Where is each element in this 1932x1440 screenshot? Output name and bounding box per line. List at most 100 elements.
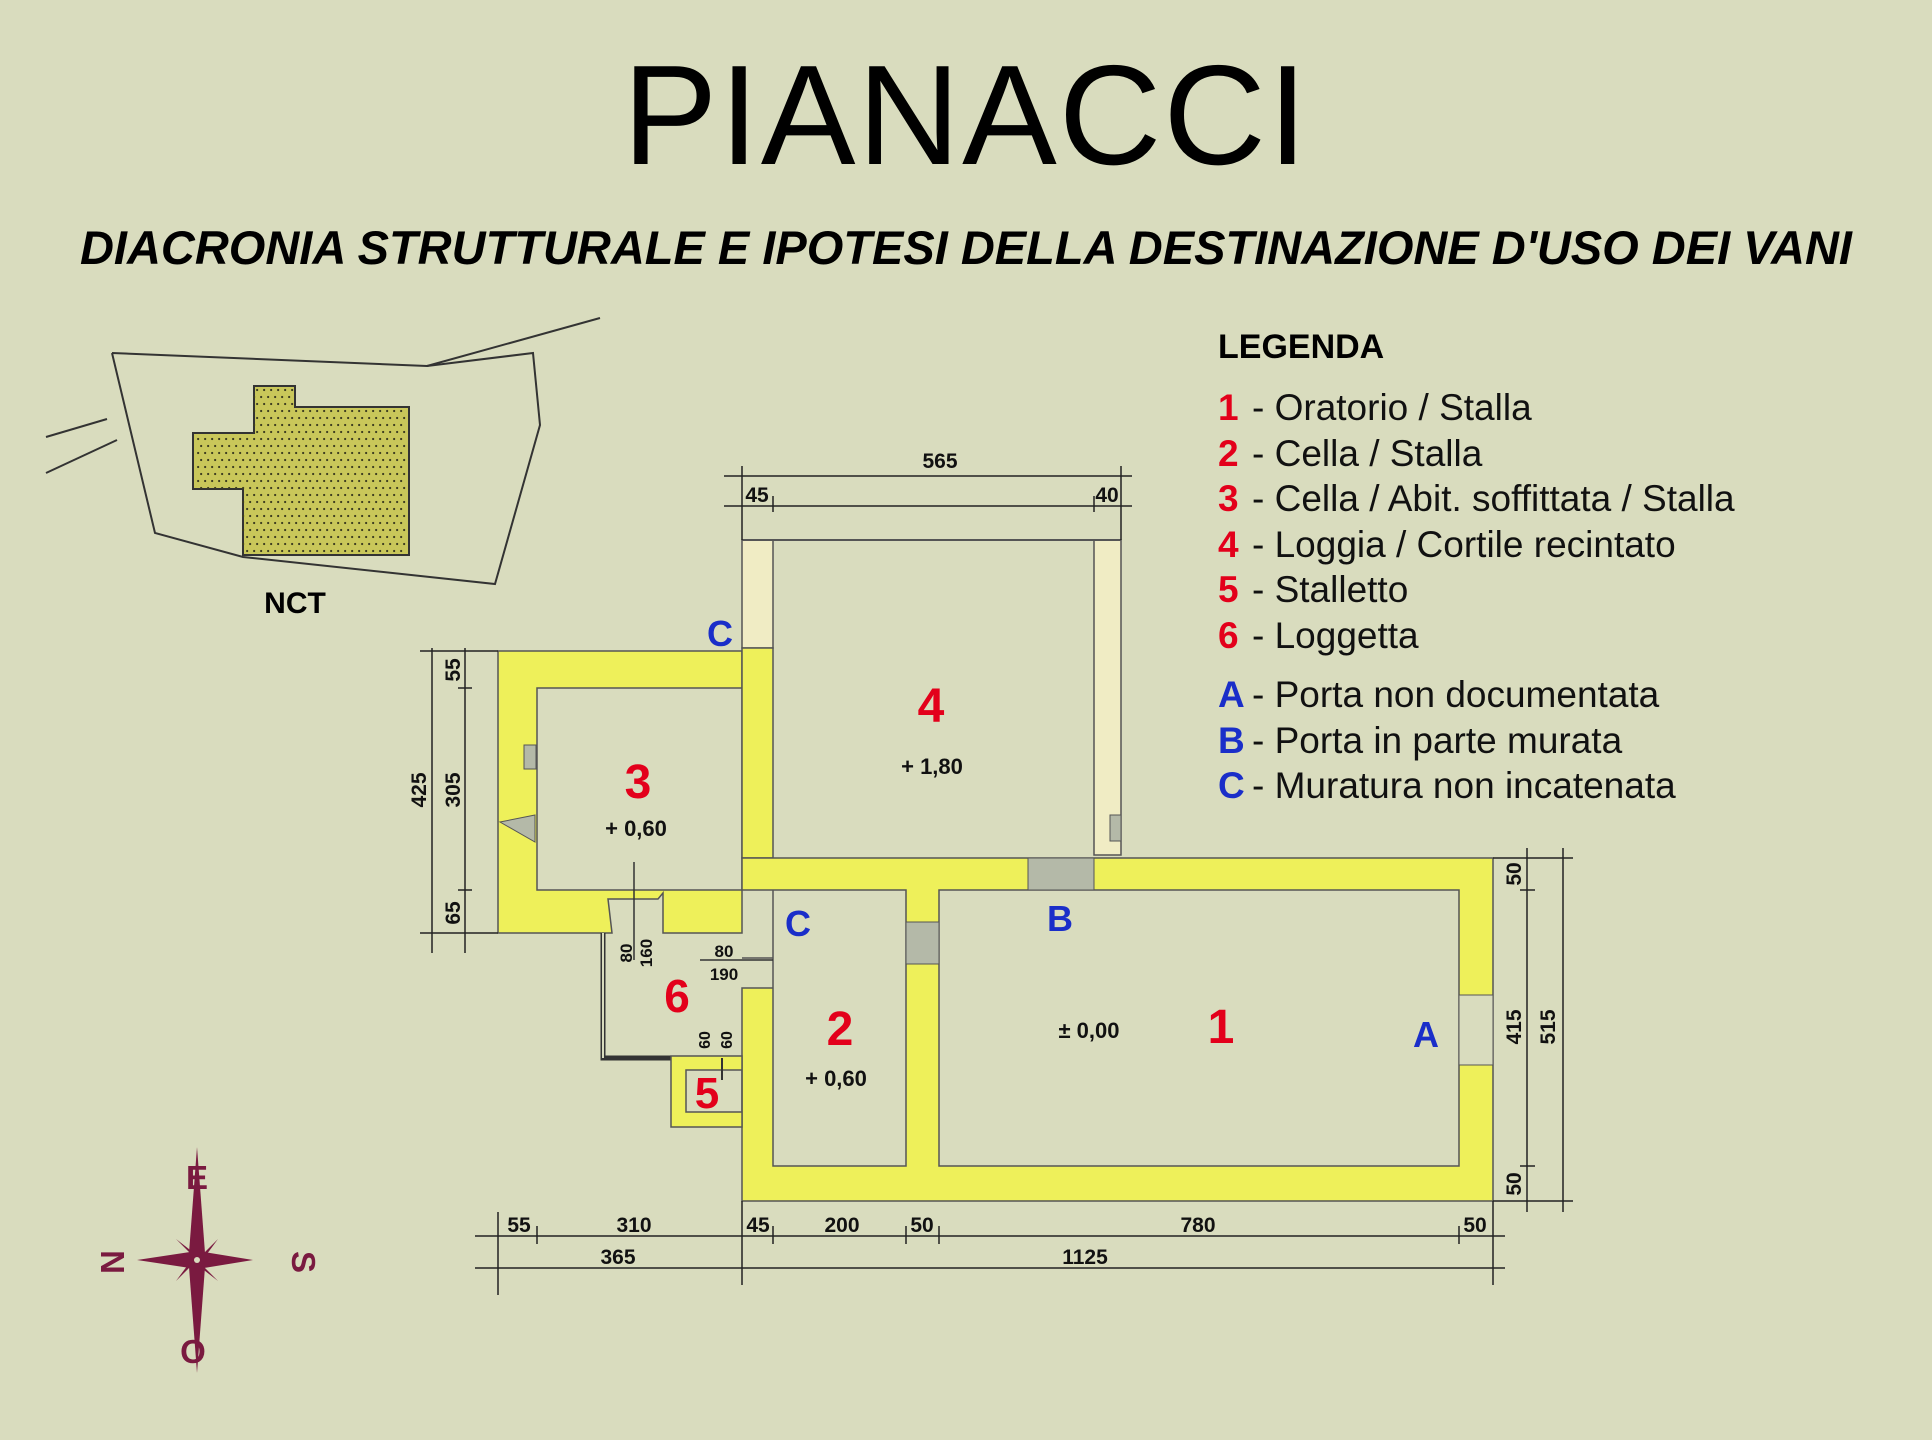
- legend-rooms: 1- Oratorio / Stalla 2- Cella / Stalla 3…: [1218, 385, 1735, 658]
- marker-c-top: C: [707, 613, 733, 654]
- stipple-dot: [277, 472, 280, 476]
- stipple-dot: [386, 423, 389, 427]
- stipple-dot: [365, 507, 368, 511]
- stipple-dot: [305, 416, 308, 420]
- marker-c-mid: C: [785, 903, 811, 944]
- stipple-dot: [277, 416, 280, 420]
- stipple-dot: [400, 507, 403, 511]
- stipple-dot: [312, 416, 315, 420]
- stipple-dot: [305, 542, 308, 546]
- stipple-dot: [197, 451, 200, 455]
- stipple-dot: [368, 416, 371, 420]
- stipple-dot: [368, 486, 371, 490]
- stipple-dot: [242, 486, 245, 490]
- stipple-dot: [330, 549, 333, 553]
- stipple-dot: [403, 528, 406, 532]
- stipple-dot: [221, 486, 224, 490]
- stipple-dot: [298, 542, 301, 546]
- dim-bottom: 45: [746, 1214, 770, 1237]
- stipple-dot: [284, 472, 287, 476]
- room-4-level: + 1,80: [901, 754, 963, 779]
- stipple-dot: [263, 416, 266, 420]
- stipple-dot: [267, 493, 270, 497]
- dim-left-c: 65: [442, 901, 465, 925]
- stipple-dot: [393, 437, 396, 441]
- stipple-dot: [375, 514, 378, 518]
- stipple-dot: [270, 542, 273, 546]
- stipple-dot: [218, 451, 221, 455]
- stipple-dot: [326, 500, 329, 504]
- stipple-dot: [246, 493, 249, 497]
- stipple-dot: [277, 388, 280, 392]
- stipple-dot: [228, 458, 231, 462]
- stipple-dot: [242, 528, 245, 532]
- stipple-dot: [403, 486, 406, 490]
- stipple-dot: [288, 535, 291, 539]
- stipple-dot: [305, 458, 308, 462]
- legend-key: A: [1218, 674, 1245, 715]
- stipple-dot: [281, 423, 284, 427]
- stipple-dot: [344, 437, 347, 441]
- stipple-dot: [375, 416, 378, 420]
- stipple-dot: [256, 458, 259, 462]
- stipple-dot: [365, 549, 368, 553]
- legend-title: LEGENDA: [1218, 328, 1385, 366]
- stipple-dot: [302, 549, 305, 553]
- stipple-dot: [386, 535, 389, 539]
- stipple-dot: [253, 465, 256, 469]
- stipple-dot: [389, 430, 392, 434]
- stipple-dot: [389, 514, 392, 518]
- stipple-dot: [235, 472, 238, 476]
- legend-features: A- Porta non documentata B- Porta in par…: [1218, 672, 1735, 809]
- dim-door5-a: 60: [697, 1031, 714, 1049]
- stipple-dot: [302, 465, 305, 469]
- stipple-dot: [393, 493, 396, 497]
- stipple-dot: [270, 472, 273, 476]
- stipple-dot: [267, 437, 270, 441]
- stipple-dot: [291, 542, 294, 546]
- stipple-dot: [344, 423, 347, 427]
- stipple-dot: [288, 409, 291, 413]
- legend-key: B: [1218, 719, 1245, 761]
- stipple-dot: [379, 423, 382, 427]
- stipple-dot: [260, 507, 263, 511]
- stipple-dot: [323, 479, 326, 483]
- stipple-dot: [281, 465, 284, 469]
- stipple-dot: [204, 451, 207, 455]
- compass-point: [197, 1260, 218, 1281]
- stipple-dot: [274, 451, 277, 455]
- dimension-labels: 565 45 40 425 55 305 65 515 50 415 50 55…: [408, 450, 1560, 1269]
- stipple-dot: [302, 409, 305, 413]
- stipple-dot: [270, 500, 273, 504]
- stipple-dot: [232, 451, 235, 455]
- stipple-dot: [330, 507, 333, 511]
- room-3-window: [498, 814, 536, 843]
- stipple-dot: [312, 542, 315, 546]
- legend-text: - Cella / Abit. soffittata / Stalla: [1252, 478, 1735, 519]
- stipple-dot: [386, 479, 389, 483]
- stipple-dot: [365, 493, 368, 497]
- floor-plan: [497, 539, 1494, 1202]
- stipple-dot: [291, 402, 294, 406]
- stipple-dot: [337, 521, 340, 525]
- dim-left-total: 425: [408, 772, 431, 807]
- stipple-dot: [403, 514, 406, 518]
- stipple-dot: [316, 535, 319, 539]
- stipple-dot: [225, 451, 228, 455]
- stipple-dot: [330, 535, 333, 539]
- stipple-dot: [375, 500, 378, 504]
- compass-south-label: S: [285, 1251, 322, 1273]
- stipple-dot: [281, 451, 284, 455]
- stipple-dot: [333, 528, 336, 532]
- stipple-dot: [274, 479, 277, 483]
- legend-key: 5: [1218, 569, 1239, 610]
- stipple-dot: [340, 416, 343, 420]
- stipple-dot: [260, 479, 263, 483]
- legend: LEGENDA 1- Oratorio / Stalla 2- Cella / …: [1218, 328, 1735, 809]
- stipple-dot: [337, 493, 340, 497]
- stipple-dot: [344, 451, 347, 455]
- legend-item: 1- Oratorio / Stalla: [1218, 385, 1735, 431]
- stipple-dot: [246, 465, 249, 469]
- stipple-dot: [256, 430, 259, 434]
- stipple-dot: [361, 430, 364, 434]
